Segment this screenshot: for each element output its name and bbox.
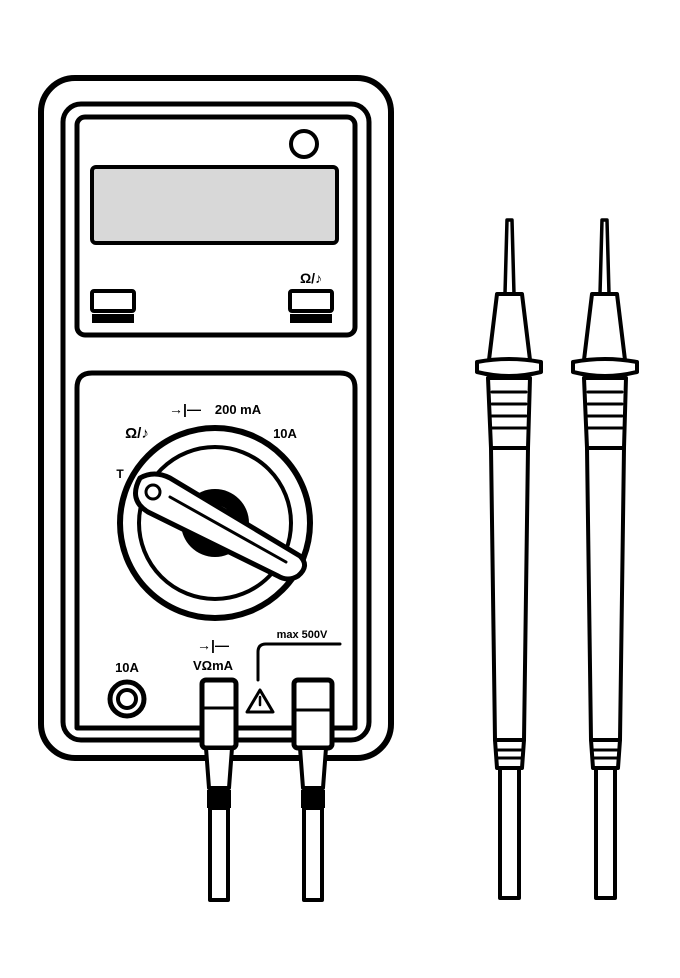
right-function-button[interactable]: Ω/♪ — [288, 270, 334, 323]
probe-right-grip — [582, 376, 628, 450]
lcd-screen — [90, 165, 339, 245]
left-plug-boot — [204, 746, 234, 790]
jack-label-vohm-ma: VΩmA — [193, 658, 234, 673]
probe-left-cable — [498, 766, 521, 900]
warning-triangle-icon — [245, 688, 275, 714]
right-button-cap — [288, 289, 334, 313]
right-plug-head — [291, 677, 335, 751]
dial-label-ma: 200 mA — [215, 402, 262, 417]
probe-left-tip — [503, 218, 516, 296]
probe-right-cable — [594, 766, 617, 900]
right-cable — [302, 806, 324, 902]
probe-right-relief-marks — [592, 748, 619, 760]
right-plug-boot — [298, 746, 328, 790]
probe-right-grip-rings — [586, 390, 624, 430]
probe-left-nose — [487, 292, 532, 362]
probe-right-nose — [582, 292, 627, 362]
test-probe-right[interactable] — [571, 218, 639, 900]
jack-10a-icon[interactable] — [107, 679, 147, 719]
left-button-cap — [90, 289, 136, 313]
left-plug-grip — [207, 790, 231, 808]
probe-right-handle — [585, 446, 626, 742]
right-button-symbol: Ω/♪ — [300, 270, 322, 286]
left-plug-head — [199, 677, 239, 751]
test-probe-left[interactable] — [475, 218, 543, 900]
dial-pointer-dot — [144, 483, 162, 501]
probe-left-relief-marks — [496, 748, 523, 760]
right-plug-grip — [301, 790, 325, 808]
max-rating-bracket — [256, 642, 342, 682]
power-button-icon[interactable] — [289, 129, 319, 159]
dial-label-diode: →|— — [169, 401, 201, 417]
probe-left-strain-relief — [493, 738, 526, 770]
right-button-label-strip — [290, 314, 332, 323]
probe-left-grip — [486, 376, 532, 450]
probe-left-guard — [475, 357, 543, 378]
probe-left-grip-rings — [490, 390, 528, 430]
dial-label-10a: 10A — [273, 426, 297, 441]
probe-right-guard — [571, 357, 639, 378]
dial-knob-groove — [168, 495, 288, 564]
dial-label-ohm: Ω/♪ — [125, 425, 149, 442]
left-button-label-strip — [92, 314, 134, 323]
left-plug-connector[interactable] — [199, 677, 239, 902]
probe-right-strain-relief — [589, 738, 622, 770]
dial-label-t: T — [116, 467, 124, 481]
dial-panel: Ω/♪ →|— 200 mA 10A T 10A →|— VΩmA max 50… — [74, 370, 358, 731]
max-rating-label: max 500V — [277, 629, 328, 641]
jack-label-10a: 10A — [115, 660, 139, 675]
rotary-dial-icon[interactable] — [117, 425, 313, 621]
probe-right-tip — [598, 218, 611, 296]
probe-left-handle — [489, 446, 530, 742]
display-panel: Ω/♪ — [74, 114, 358, 338]
left-cable — [208, 806, 230, 902]
jack-label-diode: →|— — [197, 637, 229, 653]
left-function-button[interactable] — [90, 289, 136, 323]
right-plug-connector[interactable] — [291, 677, 335, 902]
